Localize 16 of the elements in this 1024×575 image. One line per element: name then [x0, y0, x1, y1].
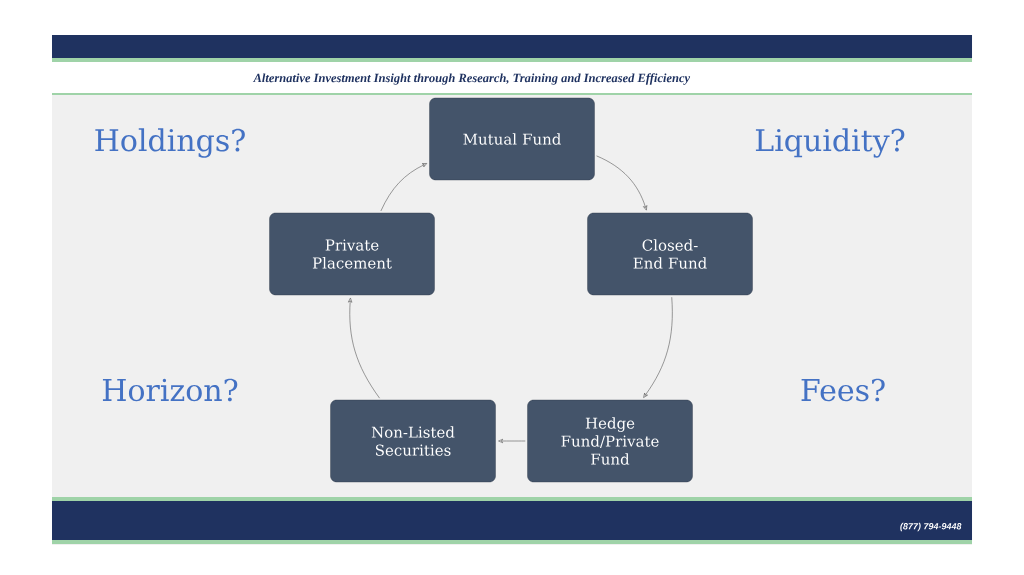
question-text: Liquidity?: [755, 128, 905, 158]
arrow: [498, 438, 526, 444]
arrow: [596, 155, 648, 211]
arrow: [380, 163, 428, 212]
arrow: [348, 297, 380, 399]
question-text: Horizon?: [102, 378, 238, 402]
process-box: Mutual Fund: [429, 97, 595, 181]
question-text: Holdings?: [95, 128, 245, 158]
process-box: Hedge Fund/Private Fund: [527, 399, 693, 483]
phone-number: (877) 794-9448: [900, 522, 962, 532]
tagline: Alternative Investment Insight through Research, Training and Increased Efficiency: [252, 73, 691, 85]
arrow: [643, 296, 673, 398]
process-box: Closed-End Fund: [587, 212, 753, 296]
process-box: Non-Listed Securities: [330, 399, 496, 483]
question-text: Fees?: [801, 378, 885, 402]
process-box: Private Placement: [269, 212, 435, 296]
